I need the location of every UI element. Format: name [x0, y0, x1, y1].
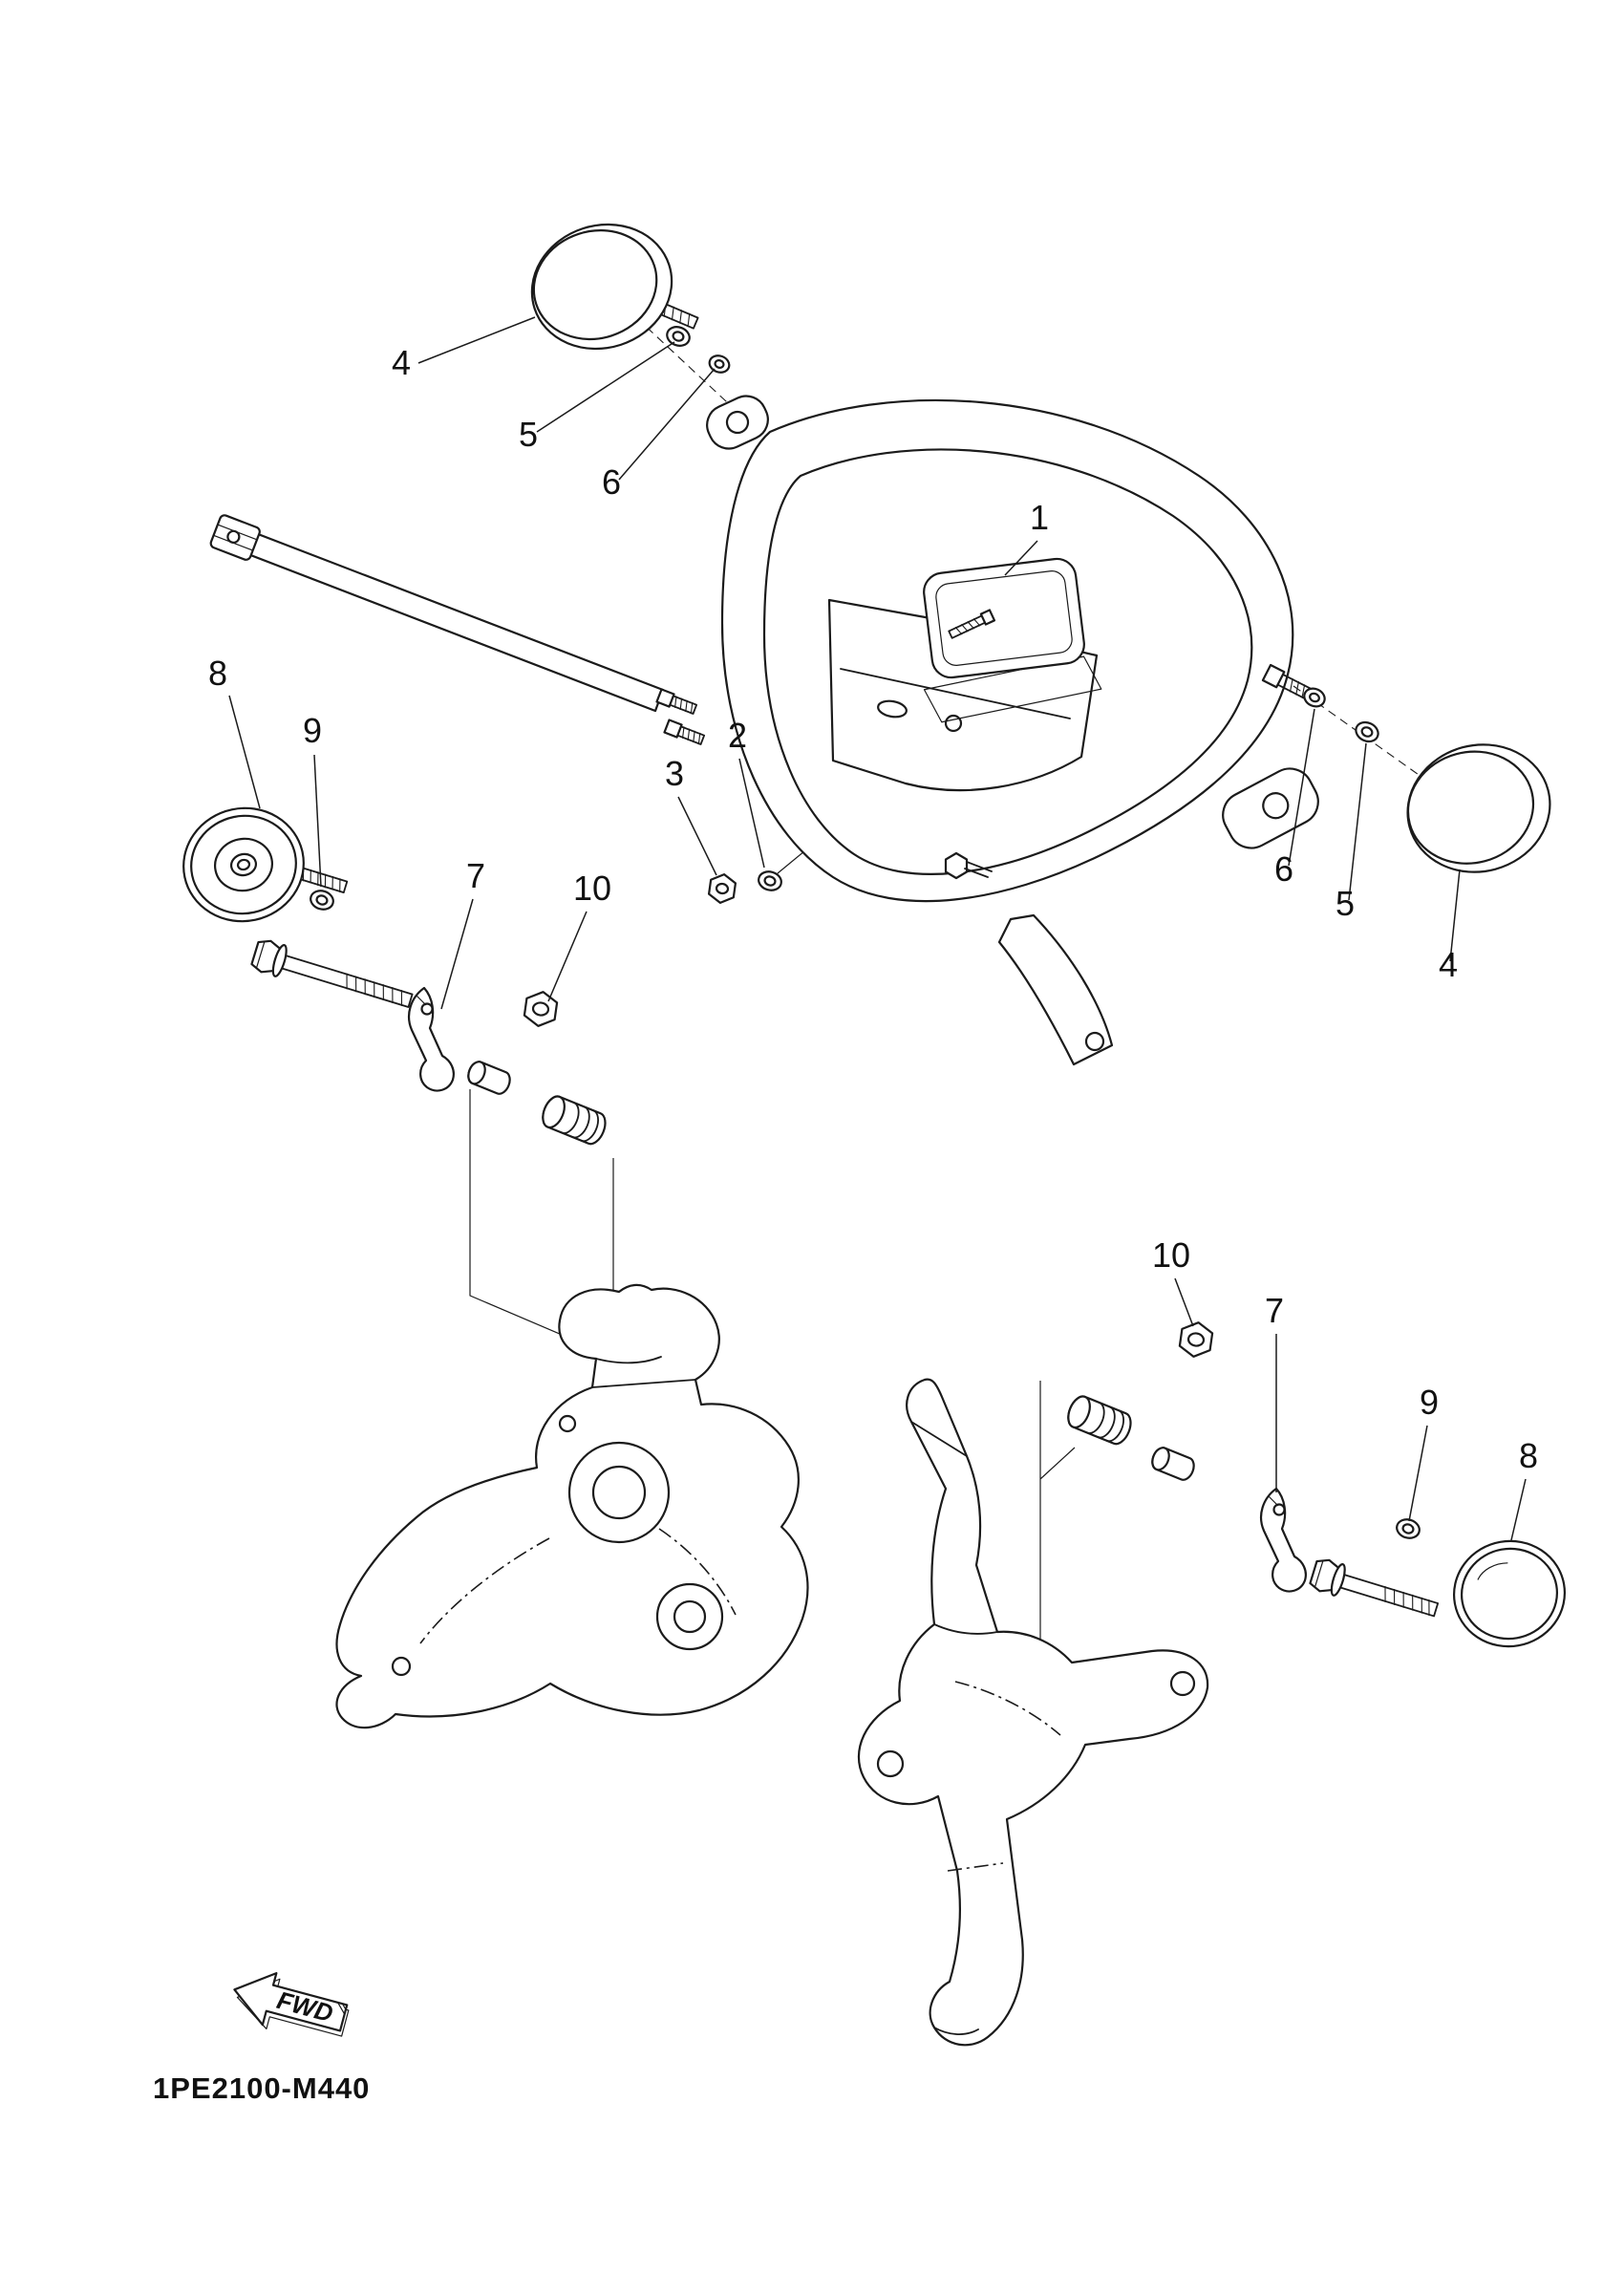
callout-label: 9 [1420, 1383, 1439, 1422]
washer-top-5 [666, 326, 691, 347]
stud-bar-upper [655, 688, 698, 715]
flange-bolt-left [250, 939, 414, 1008]
callout-label: 10 [1152, 1235, 1190, 1275]
callout-label: 3 [665, 754, 684, 793]
stud-bar-lower [663, 719, 706, 745]
callout-label: 6 [1274, 849, 1293, 889]
callout-label: 8 [208, 654, 227, 693]
washer-2 [758, 870, 782, 891]
callouts: 4 5 6 1 2 3 8 9 7 10 6 5 4 10 7 9 8 [208, 343, 1538, 1475]
washer-9-left [310, 890, 334, 911]
callout-label: 5 [1336, 884, 1355, 923]
frame-tab-top-left [706, 395, 769, 450]
wheel-cap-8-left [182, 806, 305, 923]
callout-label: 4 [392, 343, 411, 382]
nut-10-left [523, 991, 559, 1027]
collar-left [467, 1061, 511, 1095]
washer-5-right [1355, 720, 1379, 743]
flange-bolt-right [1309, 1558, 1440, 1618]
frame-rear-stay [997, 913, 1114, 1066]
drawing-code: 1PE2100-M440 [153, 2071, 370, 2105]
rubber-damper-right [1067, 1395, 1132, 1446]
round-reflector-cap-top-left [530, 223, 673, 351]
washer-9-right [1396, 1518, 1421, 1539]
callout-label: 4 [1439, 945, 1458, 984]
leader-lines [228, 316, 1527, 1541]
callout-label: 8 [1519, 1436, 1538, 1475]
side-tube-bar [209, 514, 706, 745]
callout-label: 5 [519, 415, 538, 454]
nut-10-right [1178, 1321, 1214, 1358]
frame-stud-right [1261, 663, 1312, 700]
reflector-mount-bolt [948, 609, 996, 639]
callout-label: 6 [602, 462, 621, 502]
callout-label: 9 [303, 711, 322, 750]
fwd-arrow-label: FWD [274, 1985, 336, 2028]
washer-top-6 [708, 354, 731, 374]
rubber-damper-left [542, 1095, 607, 1146]
crossmember-bolt [944, 851, 993, 880]
callout-label: 10 [573, 869, 611, 908]
damper-bracket-7-right [1260, 1487, 1307, 1593]
washer-6-right [1303, 687, 1326, 708]
damper-bracket-7-left [408, 986, 455, 1092]
wheel-cap-8-right [1452, 1539, 1567, 1648]
collar-right [1151, 1447, 1195, 1481]
right-casting [857, 1378, 1209, 2047]
round-reflector-cap-right [1406, 743, 1551, 873]
frame-mount-plate-right [1222, 767, 1319, 849]
callout-label: 7 [1265, 1291, 1284, 1330]
reflector-item-1 [923, 557, 1102, 723]
callout-label: 1 [1030, 498, 1049, 537]
nut-3 [707, 873, 737, 904]
callout-label: 2 [728, 716, 747, 755]
fwd-arrow: FWD [233, 1972, 350, 2037]
left-casting [335, 1283, 809, 1729]
callout-label: 7 [466, 856, 485, 895]
